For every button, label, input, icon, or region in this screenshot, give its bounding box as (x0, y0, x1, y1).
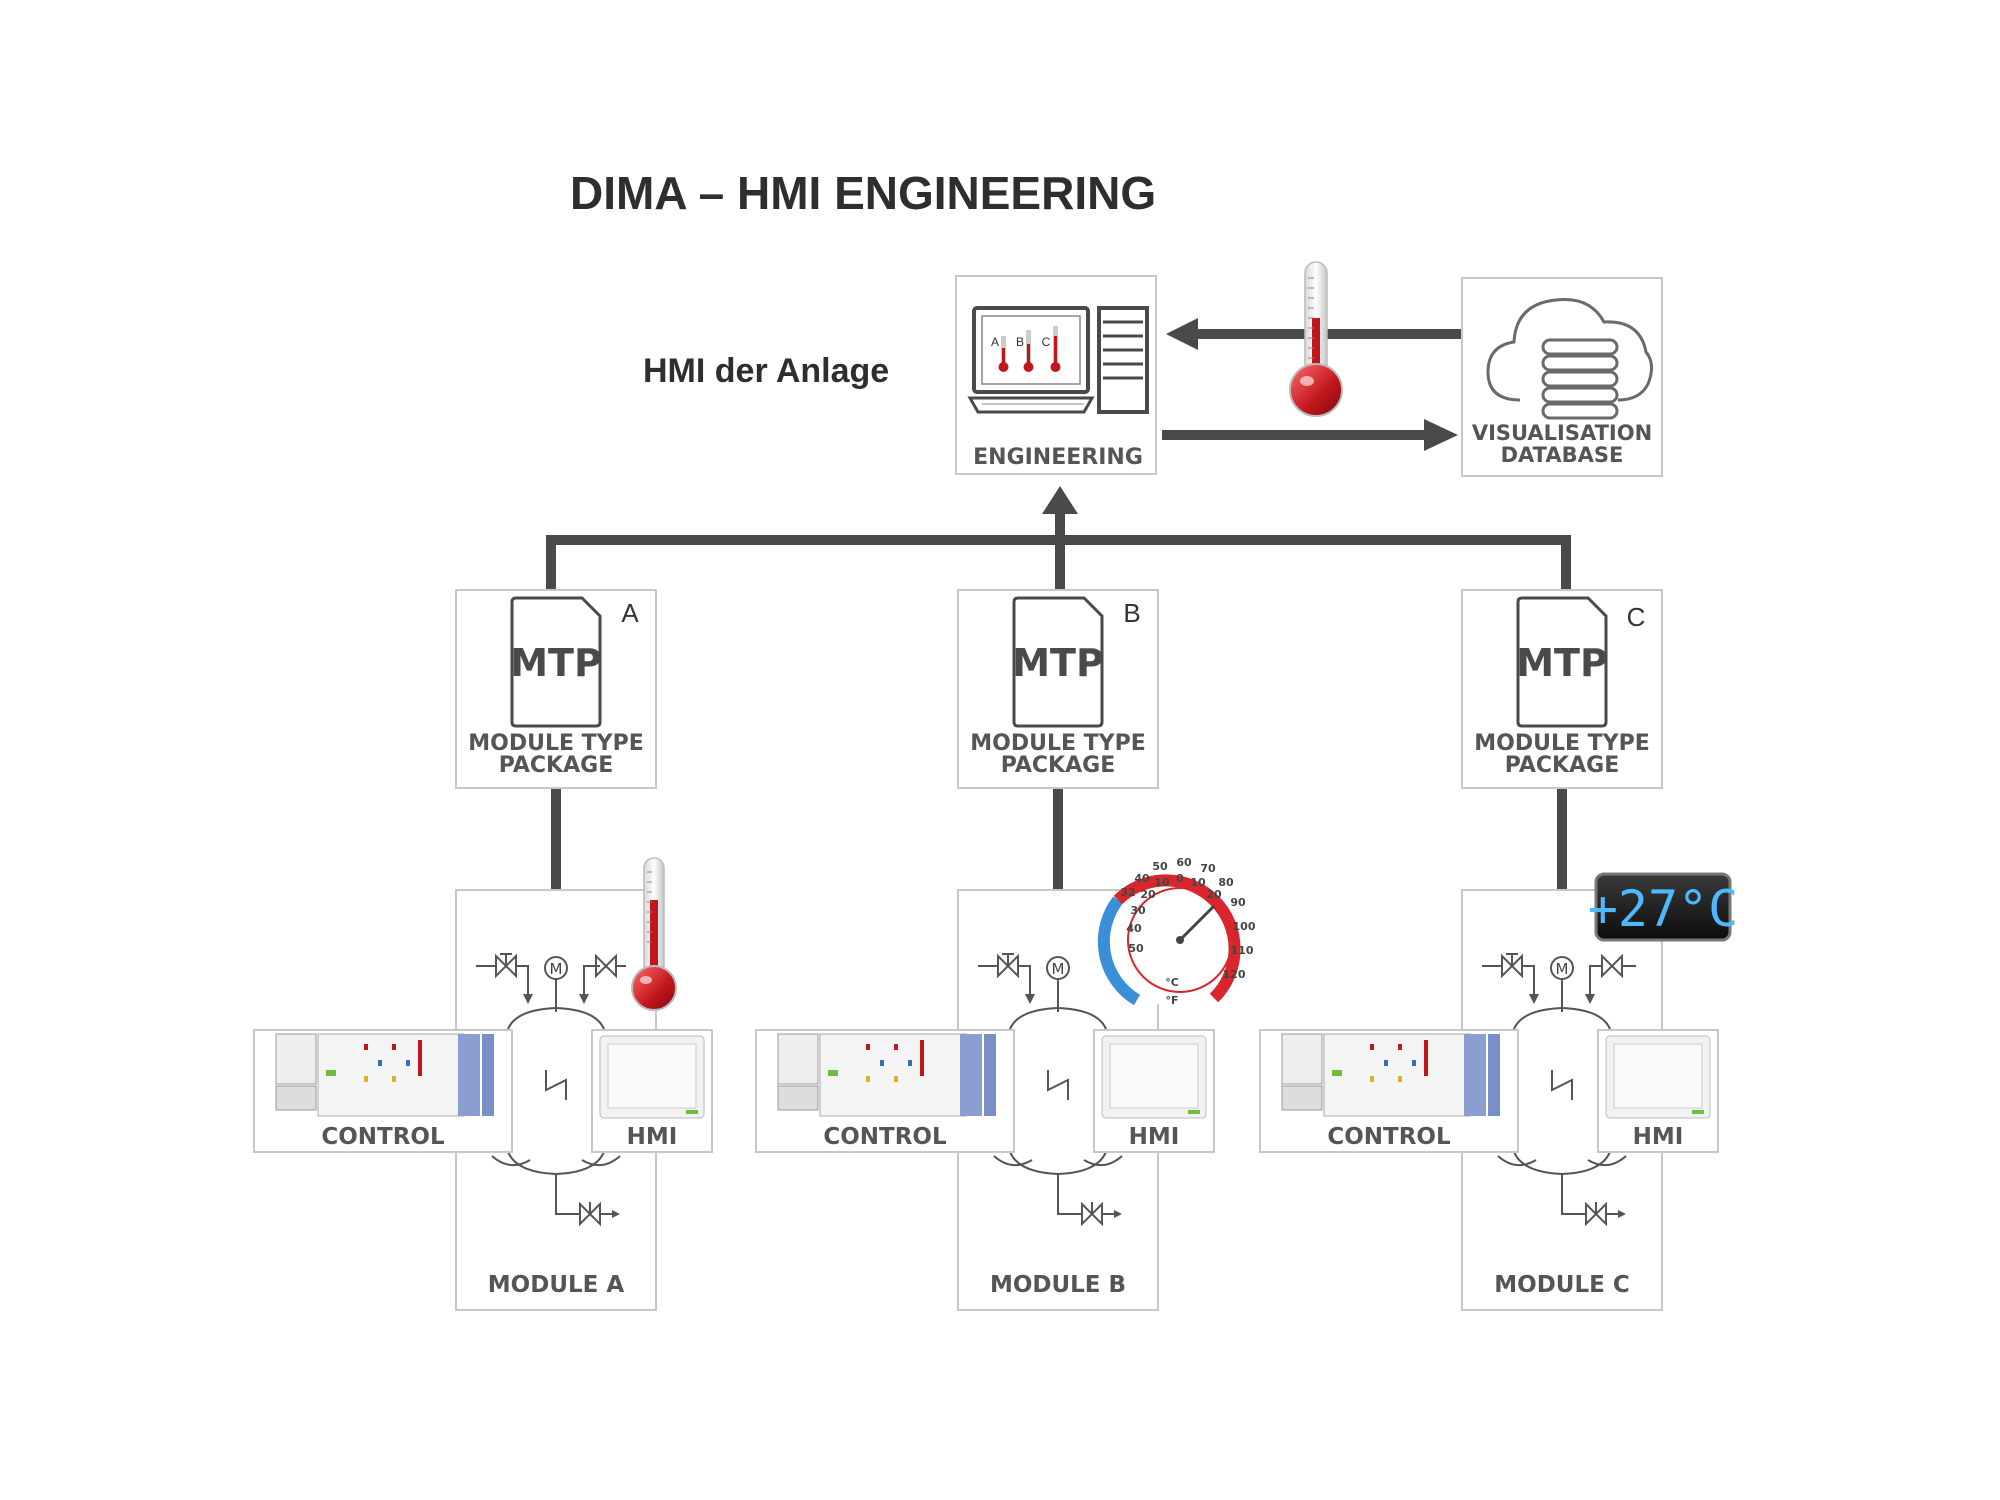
motor-letter: M (550, 960, 563, 978)
gauge-c-tick: 20 (1206, 888, 1222, 901)
gauge-c-tick: 10 (1190, 876, 1206, 889)
control-label: CONTROL (1327, 1124, 1451, 1150)
mtp-label-line2: PACKAGE (499, 753, 613, 778)
gauge-f-tick: 110 (1231, 944, 1254, 957)
motor-letter: M (1052, 960, 1065, 978)
arrow-up-icon (1042, 486, 1078, 514)
arrow-right-icon (1424, 419, 1458, 451)
computer-icon: A B C (967, 306, 1149, 414)
module-c: M CONTROL (1259, 872, 1739, 1311)
motor-letter: M (1556, 960, 1569, 978)
mtp-label-line1: MODULE TYPE (468, 731, 644, 756)
thermometer-icon (1289, 261, 1343, 417)
gauge-f-tick: 80 (1218, 876, 1234, 889)
module-b: M CONTROL HMI (755, 856, 1256, 1311)
valve-icon (1585, 1201, 1607, 1227)
valve-icon (1081, 1201, 1103, 1227)
gauge-c-tick: 20 (1140, 888, 1156, 901)
gauge-unit-f: °F (1165, 994, 1178, 1007)
valve-icon (1601, 953, 1636, 979)
motor-icon: M (1046, 956, 1070, 980)
screen-thermometers (998, 326, 1061, 372)
mtp-label-line2: PACKAGE (1505, 753, 1619, 778)
mtp-label-line1: MODULE TYPE (970, 731, 1146, 756)
hmi-label: HMI (627, 1124, 678, 1150)
document-icon (1516, 596, 1608, 728)
gauge-c-tick: 50 (1128, 942, 1144, 955)
mtp-icon-text: MTP (1012, 641, 1104, 685)
gauge-c-tick: 30 (1130, 904, 1146, 917)
visualisation-label: VISUALISATION (1472, 421, 1652, 445)
dial-gauge-icon: 50 40 30 20 10 0 10 20 32 40 50 60 70 80… (1097, 856, 1256, 1008)
gauge-f-tick: 70 (1200, 862, 1216, 875)
screen-letter-c: C (1042, 335, 1051, 349)
page-title: DIMA – HMI ENGINEERING (570, 167, 1157, 219)
module-name-label: MODULE B (990, 1272, 1126, 1298)
mtp-letter: C (1627, 602, 1646, 632)
engineering-label: ENGINEERING (973, 445, 1143, 470)
document-icon (1012, 596, 1104, 728)
control-label: CONTROL (823, 1124, 947, 1150)
gauge-f-tick: 40 (1134, 872, 1150, 885)
digital-display-text: +27°C (1588, 880, 1739, 938)
gauge-f-tick: 100 (1233, 920, 1256, 933)
gauge-unit-c: °C (1165, 976, 1179, 989)
mtp-letter: B (1123, 598, 1140, 628)
process-schematic: M (476, 953, 626, 1227)
valve-icon (1482, 953, 1523, 979)
mtp-label-line1: MODULE TYPE (1474, 731, 1650, 756)
motor-icon: M (1550, 956, 1574, 980)
module-name-label: MODULE A (488, 1272, 625, 1298)
screen-letter-a: A (991, 335, 999, 349)
visualisation-database-box: VISUALISATION DATABASE (1461, 277, 1663, 477)
arrow-left-icon (1166, 318, 1198, 350)
hmi-der-anlage-label: HMI der Anlage (643, 352, 890, 390)
mtp-letter: A (621, 598, 639, 628)
gauge-f-tick: 50 (1152, 860, 1168, 873)
mtp-package-c: MTP C MODULE TYPE PACKAGE (1461, 589, 1663, 789)
database-icon (1541, 338, 1619, 420)
valve-icon (595, 953, 626, 979)
gauge-c-tick: 40 (1126, 922, 1142, 935)
gauge-f-tick: 32 (1120, 886, 1135, 899)
control-unit: CONTROL (755, 1029, 1015, 1153)
hmi-panel: HMI (591, 1029, 713, 1153)
gauge-f-tick: 90 (1230, 896, 1246, 909)
hmi-panel: HMI (1597, 1029, 1719, 1153)
document-icon (510, 596, 602, 728)
mtp-package-b: MTP B MODULE TYPE PACKAGE (957, 589, 1159, 789)
gauge-c-tick: 10 (1154, 876, 1170, 889)
digital-display-icon: +27°C (1588, 872, 1739, 942)
control-label: CONTROL (321, 1124, 445, 1150)
database-label: DATABASE (1501, 443, 1624, 467)
gauge-f-tick: 120 (1223, 968, 1246, 981)
mtp-icon-text: MTP (510, 641, 602, 685)
mtp-label-line2: PACKAGE (1001, 753, 1115, 778)
thermometer-icon (631, 857, 677, 1011)
control-unit: CONTROL (1259, 1029, 1519, 1153)
valve-icon (476, 953, 517, 979)
mtp-icon-text: MTP (1516, 641, 1608, 685)
screen-letter-b: B (1016, 335, 1024, 349)
gauge-f-tick: 60 (1176, 856, 1192, 869)
hmi-label: HMI (1129, 1124, 1180, 1150)
module-a: M CONTROL (253, 857, 713, 1311)
gauge-c-tick: 0 (1176, 872, 1184, 885)
control-unit: CONTROL (253, 1029, 513, 1153)
process-schematic: M (978, 953, 1123, 1227)
engineering-box: A B C ENGINEERING (955, 275, 1157, 475)
hmi-panel: HMI (1093, 1029, 1215, 1153)
motor-icon: M (544, 956, 568, 980)
valve-icon (978, 953, 1019, 979)
module-name-label: MODULE C (1494, 1272, 1629, 1298)
valve-icon (579, 1201, 601, 1227)
mtp-package-a: MTP A MODULE TYPE PACKAGE (455, 589, 657, 789)
hmi-label: HMI (1633, 1124, 1684, 1150)
